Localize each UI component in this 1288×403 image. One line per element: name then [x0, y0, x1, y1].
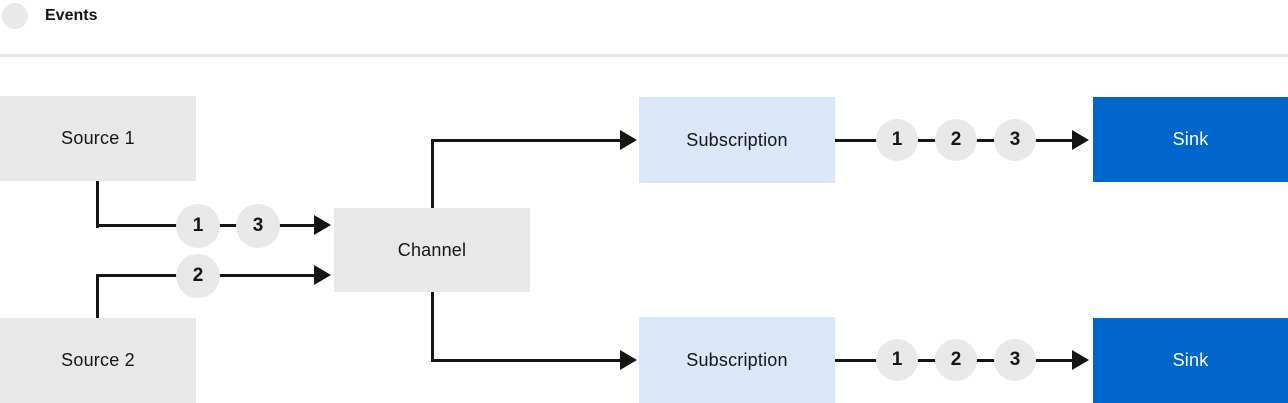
event-badge-2: 2	[935, 339, 977, 381]
node-sink-top: Sink	[1093, 97, 1288, 182]
event-badge-2: 2	[935, 119, 977, 161]
node-subscription-top: Subscription	[639, 97, 835, 183]
arrowhead-subscription-top-to-sink	[1072, 130, 1089, 150]
node-source-1-label: Source 1	[61, 128, 135, 148]
node-subscription-bottom-label: Subscription	[686, 349, 788, 370]
event-badge-1: 1	[876, 119, 918, 161]
legend: Events	[2, 3, 97, 29]
node-channel-label: Channel	[397, 239, 467, 260]
event-badge-3: 3	[994, 339, 1036, 381]
connector-channel-to-subscription-bottom	[431, 359, 623, 362]
arrowhead-source2-to-channel	[314, 265, 331, 285]
node-sink-bottom: Sink	[1093, 318, 1288, 403]
node-subscription-top-label: Subscription	[686, 129, 788, 150]
event-badge-2: 2	[176, 254, 220, 298]
node-subscription-bottom: Subscription	[639, 317, 835, 403]
event-badge-3: 3	[236, 204, 280, 248]
node-source-1: Source 1	[0, 96, 196, 181]
node-source-2-label: Source 2	[61, 350, 135, 370]
node-source-2: Source 2	[0, 318, 196, 403]
divider	[0, 54, 1288, 57]
arrowhead-source1-to-channel	[314, 215, 331, 235]
connector-channel-top-vertical	[431, 139, 434, 208]
node-channel: Channel	[334, 208, 530, 292]
connector-source1-vertical	[96, 181, 99, 228]
legend-label: Events	[45, 7, 98, 24]
connector-channel-to-subscription-top	[431, 139, 623, 142]
connector-source2-vertical	[96, 274, 99, 318]
arrowhead-channel-to-subscription-top	[620, 130, 637, 150]
event-badge-3: 3	[994, 119, 1036, 161]
arrowhead-channel-to-subscription-bottom	[620, 350, 637, 370]
node-sink-top-label: Sink	[1172, 129, 1209, 149]
connector-channel-bottom-vertical	[431, 292, 434, 361]
node-sink-bottom-label: Sink	[1172, 350, 1209, 370]
arrowhead-subscription-bottom-to-sink	[1072, 350, 1089, 370]
event-badge-1: 1	[176, 204, 220, 248]
event-legend-icon	[2, 3, 28, 29]
event-badge-1: 1	[876, 339, 918, 381]
